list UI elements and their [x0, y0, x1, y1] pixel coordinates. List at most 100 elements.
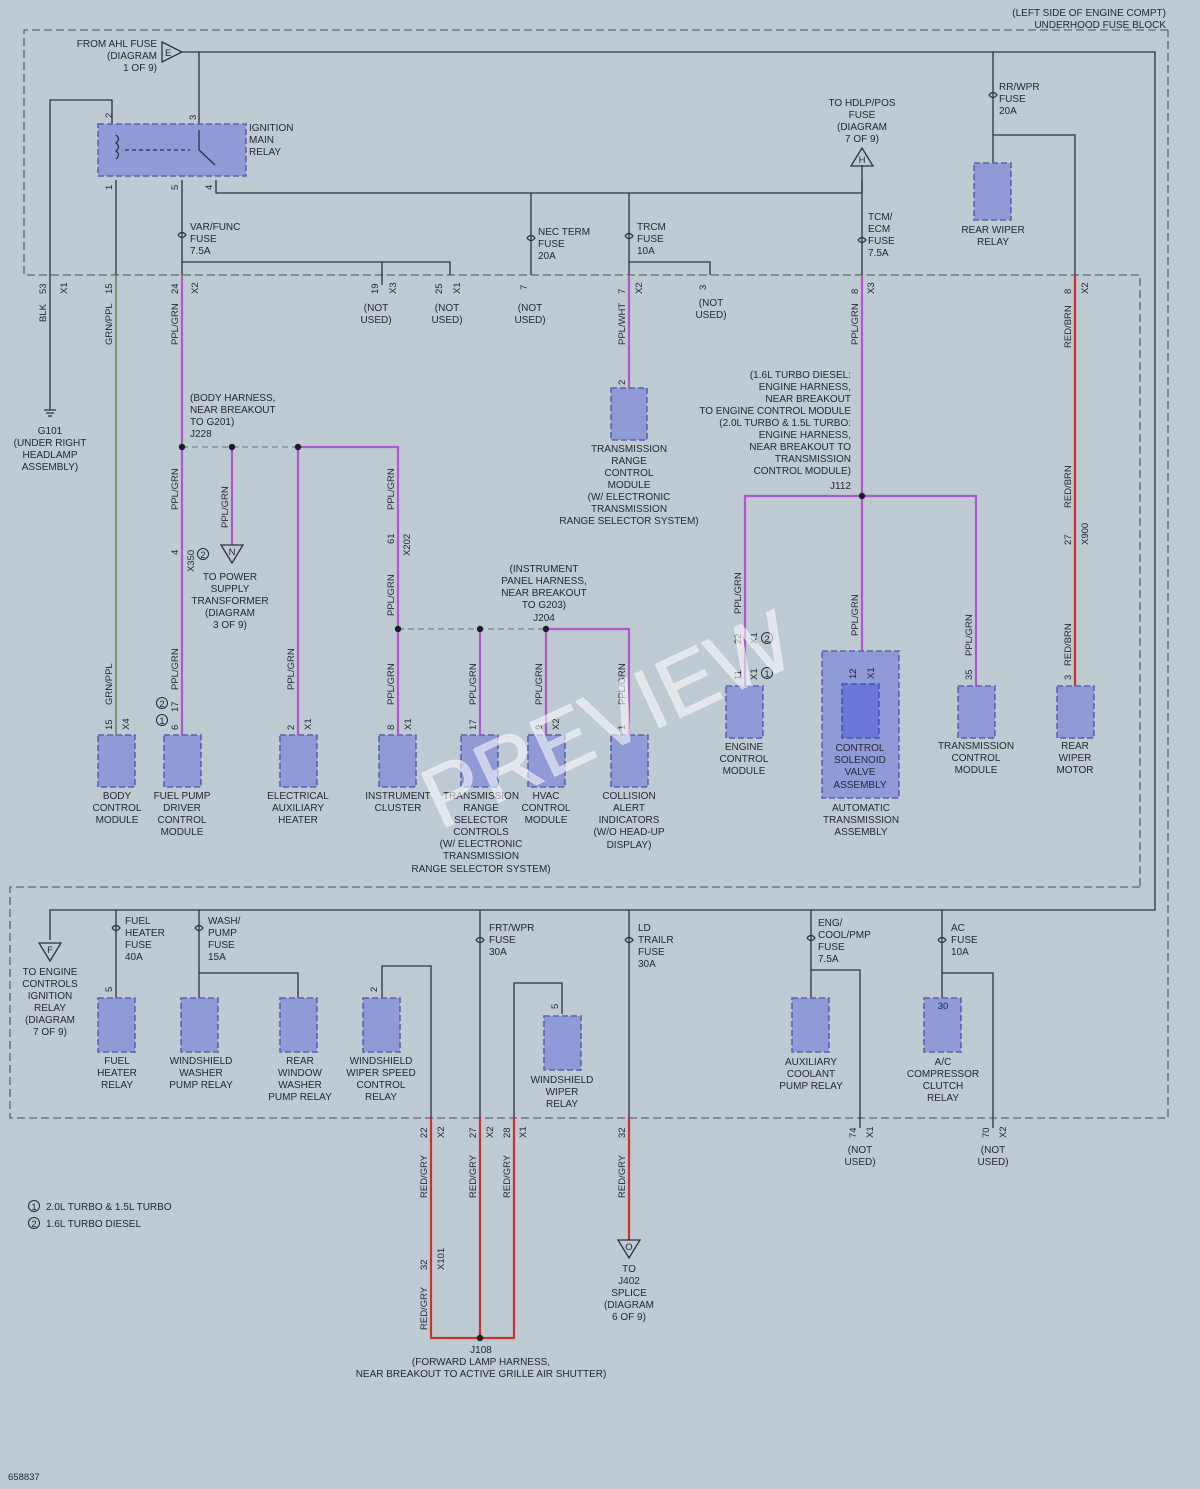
lbl-pplwht: PPL/WHT [617, 303, 628, 345]
solenoid-box [841, 683, 880, 739]
frt-2: FUSE [489, 935, 516, 946]
wsw-2: WASHER [179, 1068, 223, 1079]
tcm-l2: CONTROL [952, 753, 1001, 764]
hvac-l3: MODULE [525, 815, 568, 826]
ld-2: TRAILR [638, 935, 674, 946]
wf-4: 15A [208, 952, 226, 963]
term-8-conn: X3 [866, 282, 877, 294]
lbl-pplgrn-2: PPL/GRN [850, 303, 861, 345]
fuel-heater-fuse-icon [111, 924, 121, 932]
heater-pin: 2 [286, 725, 297, 730]
tcm-fuse-icon [857, 236, 867, 244]
wf-3: FUSE [208, 940, 235, 951]
splice-dot-j112 [858, 492, 866, 500]
relay-pin-5: 5 [170, 185, 181, 190]
ppl-grn-to-tcm [862, 494, 978, 686]
solenoid-l2: SOLENOID [834, 755, 886, 766]
bt-74: 74 [848, 1127, 859, 1138]
bcm-l2: CONTROL [93, 803, 142, 814]
bt-27-conn: X2 [485, 1126, 496, 1138]
ld-4: 30A [638, 959, 656, 970]
ec-2: COOL/PMP [818, 930, 871, 941]
ac-2: FUSE [951, 935, 978, 946]
bcm-l1: BODY [103, 791, 132, 802]
inline-connectors: 4 2 X350 61 X202 27 X900 [170, 523, 1091, 572]
trcm-l1: TRANSMISSION [591, 444, 667, 455]
wsr-3: RELAY [546, 1099, 578, 1110]
relay-pin-4: 4 [204, 185, 215, 190]
ppl-grn-to-ecm [743, 494, 862, 686]
lbl-pplgrn-6: PPL/GRN [733, 572, 744, 614]
splice-dot-power [228, 443, 236, 451]
var-func-fuse-icon [177, 231, 187, 239]
acc-pin: 30 [938, 1001, 949, 1012]
rwm-l1: REAR [1061, 741, 1089, 752]
rw-3: WASHER [278, 1080, 322, 1091]
relay-label-3: RELAY [249, 147, 281, 158]
selector-l6: TRANSMISSION [443, 851, 519, 862]
tcm-fuse-label-4: 7.5A [868, 248, 889, 259]
location-line-2: UNDERHOOD FUSE BLOCK [1034, 20, 1166, 31]
hvac-pin: 9 [534, 725, 545, 730]
heater-conn: X1 [303, 718, 314, 730]
lower-relays: 5 FUEL HEATER RELAY WINDSHIELD WASHER PU… [97, 987, 979, 1110]
term-7b: 7 [617, 289, 628, 294]
ws-washer-relay-box [180, 997, 219, 1053]
ps-2: SUPPLY [211, 584, 250, 595]
relay-box [97, 123, 247, 177]
term-15: 15 [104, 283, 115, 294]
j204-4: TO G203) [522, 600, 566, 611]
j402-flag-icon [616, 1239, 642, 1260]
lbl-redbrn-2: RED/BRN [1063, 465, 1074, 508]
selector-l3: SELECTOR [454, 815, 508, 826]
acc-1: A/C [935, 1057, 952, 1068]
ecm-box [725, 685, 764, 739]
wf-1: WASH/ [208, 916, 241, 927]
fuse-block-frames [9, 29, 1169, 1119]
ps-4: (DIAGRAM [205, 608, 255, 619]
ahl-flag-icon [161, 40, 184, 64]
lbl-redgry-4: RED/GRY [617, 1154, 628, 1198]
hdlp-label-3: (DIAGRAM [837, 122, 887, 133]
var-fuse-label-2: FUSE [190, 234, 217, 245]
nu3-b: USED) [514, 315, 545, 326]
wss-4: RELAY [365, 1092, 397, 1103]
j108-2: (FORWARD LAMP HARNESS, [412, 1357, 550, 1368]
trcm-l2: RANGE [611, 456, 647, 467]
selector-l1: TRANSMISSION [443, 791, 519, 802]
solenoid-l3: VALVE [845, 767, 876, 778]
nu5-b: USED) [844, 1157, 875, 1168]
var-fuse-label-3: 7.5A [190, 246, 211, 257]
ecm-l2: CONTROL [720, 754, 769, 765]
fhr-2: HEATER [97, 1068, 137, 1079]
ec-3: FUSE [818, 942, 845, 953]
tcm-box [957, 685, 996, 739]
j108-label: J108 (FORWARD LAMP HARNESS, NEAR BREAKOU… [356, 1345, 607, 1380]
wss-2: WIPER SPEED [346, 1068, 415, 1079]
fh-2: HEATER [125, 928, 165, 939]
nec-term-fuse-icon [526, 234, 536, 242]
x350-conn: X350 [186, 550, 197, 572]
ignition-main-relay: IGNITION MAIN RELAY 2 3 1 5 4 [97, 113, 293, 190]
j402-4: (DIAGRAM [604, 1300, 654, 1311]
ws-wiper-wire [513, 982, 563, 1118]
trcm-fuse-label-3: 10A [637, 246, 655, 257]
ecm-pin-b: 11 [733, 670, 744, 680]
solenoid-l4: ASSEMBLY [833, 780, 886, 791]
bt-70-conn: X2 [998, 1126, 1009, 1138]
lbl-redbrn-1: RED/BRN [1063, 305, 1074, 348]
solenoid-pin: 12 [848, 668, 859, 679]
rr-wpr-fuse: RR/WPR FUSE 20A REAR WIPER RELAY [961, 82, 1039, 248]
wash-branch [199, 972, 299, 998]
collision-l5: DISPLAY) [607, 840, 652, 851]
fuelpump-box [163, 734, 202, 788]
cluster-pin: 8 [386, 725, 397, 730]
j228-4: J228 [190, 429, 212, 440]
lbl-pplgrn-1: PPL/GRN [170, 303, 181, 345]
lbl-redgry-3: RED/GRY [502, 1154, 513, 1198]
ws-wiper-relay-box [543, 1015, 582, 1071]
splice-dot-j204-b [476, 625, 484, 633]
rwm-pin: 3 [1063, 675, 1074, 680]
ecm-conn-a: X1 [749, 632, 760, 644]
collision-l2: ALERT [613, 803, 645, 814]
